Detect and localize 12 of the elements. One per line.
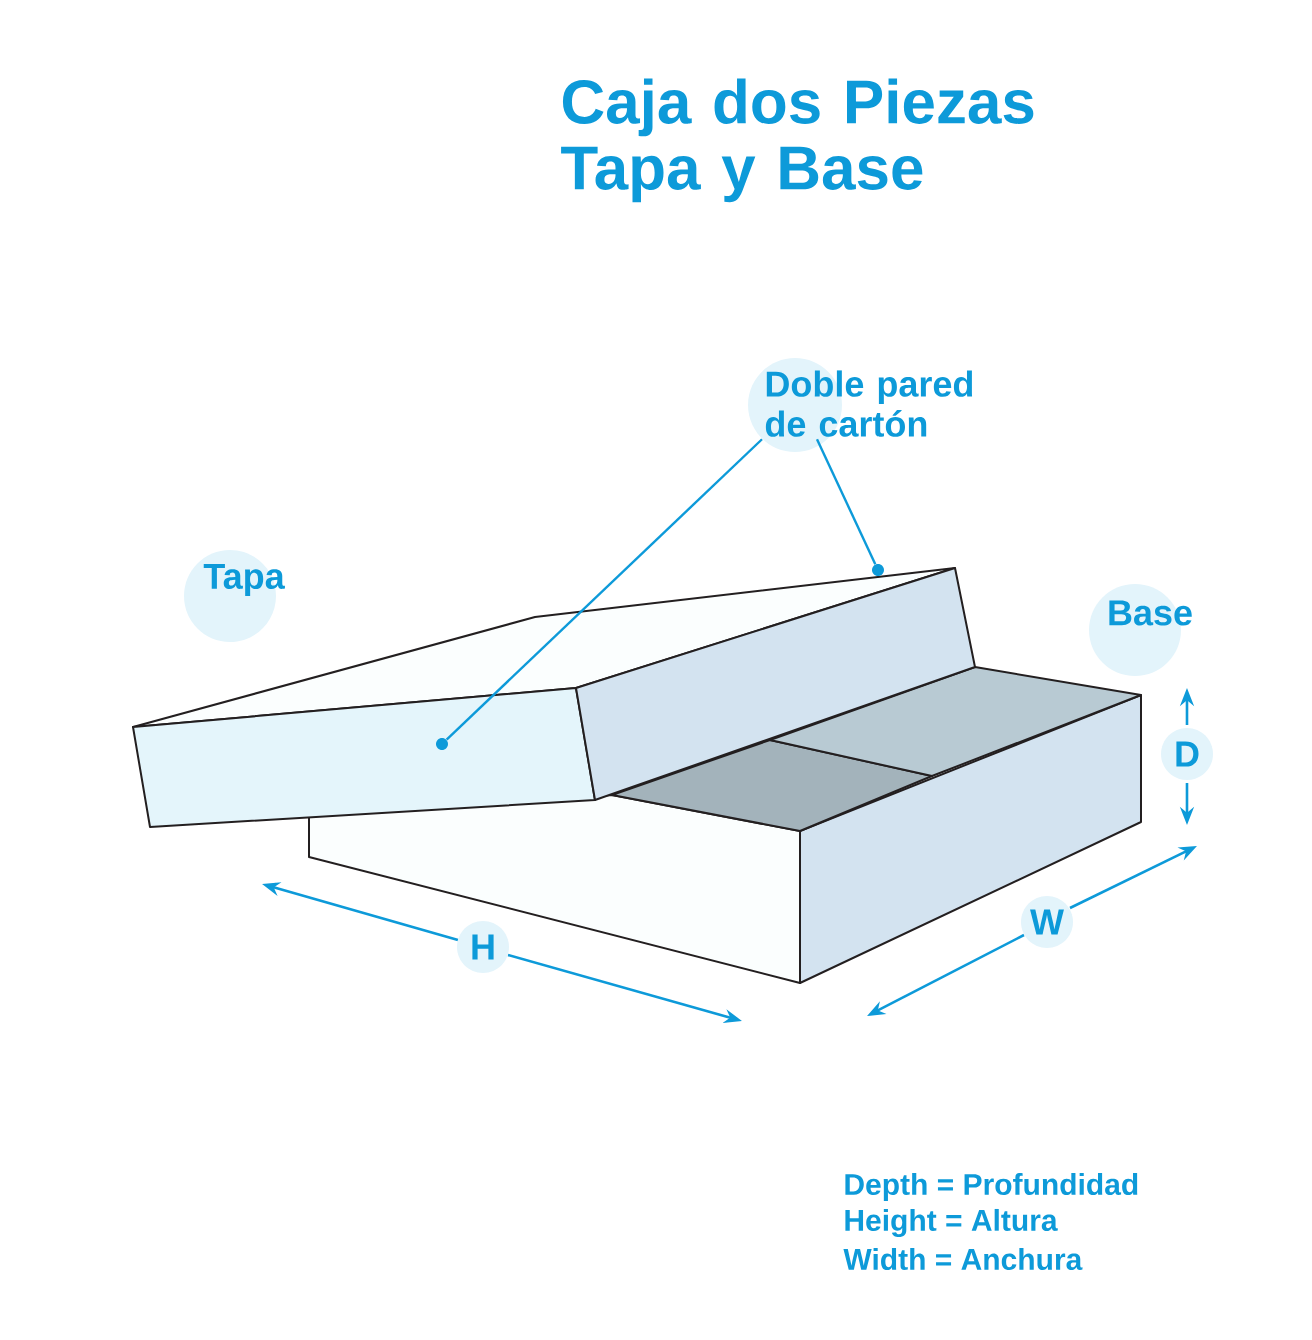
- legend-line: Width = Anchura: [843, 1248, 1083, 1270]
- dimension-badge: H: [457, 921, 509, 973]
- part-label-bubble: Tapa: [184, 550, 285, 642]
- legend-line: Depth = Profundidad: [845, 1173, 1138, 1201]
- callout-bubble: Doble pared de cartón: [748, 358, 973, 452]
- leader-line: [815, 438, 877, 565]
- dimension-badge: D: [1161, 728, 1213, 780]
- leader-line: [445, 438, 763, 741]
- dimension-badge: W: [1021, 896, 1073, 948]
- part-label-bubble: Base: [1089, 584, 1192, 676]
- legend-line: Height = Altura: [845, 1208, 1058, 1238]
- title: Caja dos Piezas Tapa y Base: [561, 78, 1034, 203]
